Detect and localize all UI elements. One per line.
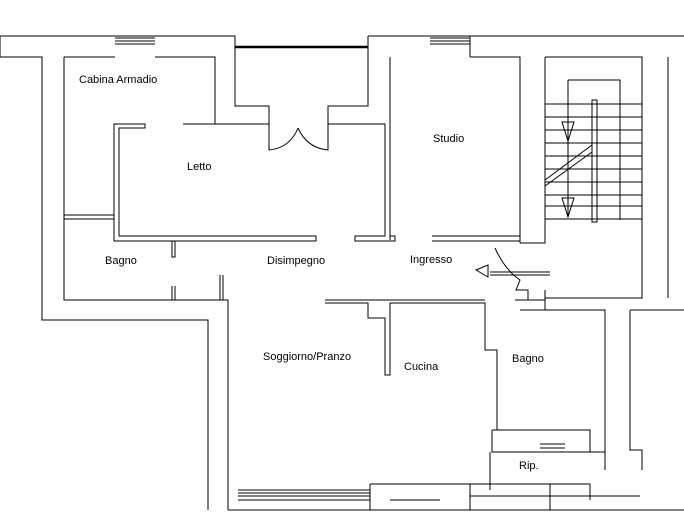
room-label-bagno-2: Bagno (512, 353, 544, 365)
room-label-cucina: Cucina (404, 361, 439, 373)
room-label-letto: Letto (187, 161, 212, 173)
room-label-cabina-armadio: Cabina Armadio (79, 74, 158, 86)
room-label-studio: Studio (433, 133, 465, 145)
room-label-ripostiglio: Rip. (519, 460, 539, 472)
room-label-disimpegno: Disimpegno (267, 255, 326, 267)
room-label-ingresso: Ingresso (410, 254, 453, 266)
room-label-bagno: Bagno (105, 255, 137, 267)
room-label-soggiorno-pranzo: Soggiorno/Pranzo (263, 351, 352, 363)
